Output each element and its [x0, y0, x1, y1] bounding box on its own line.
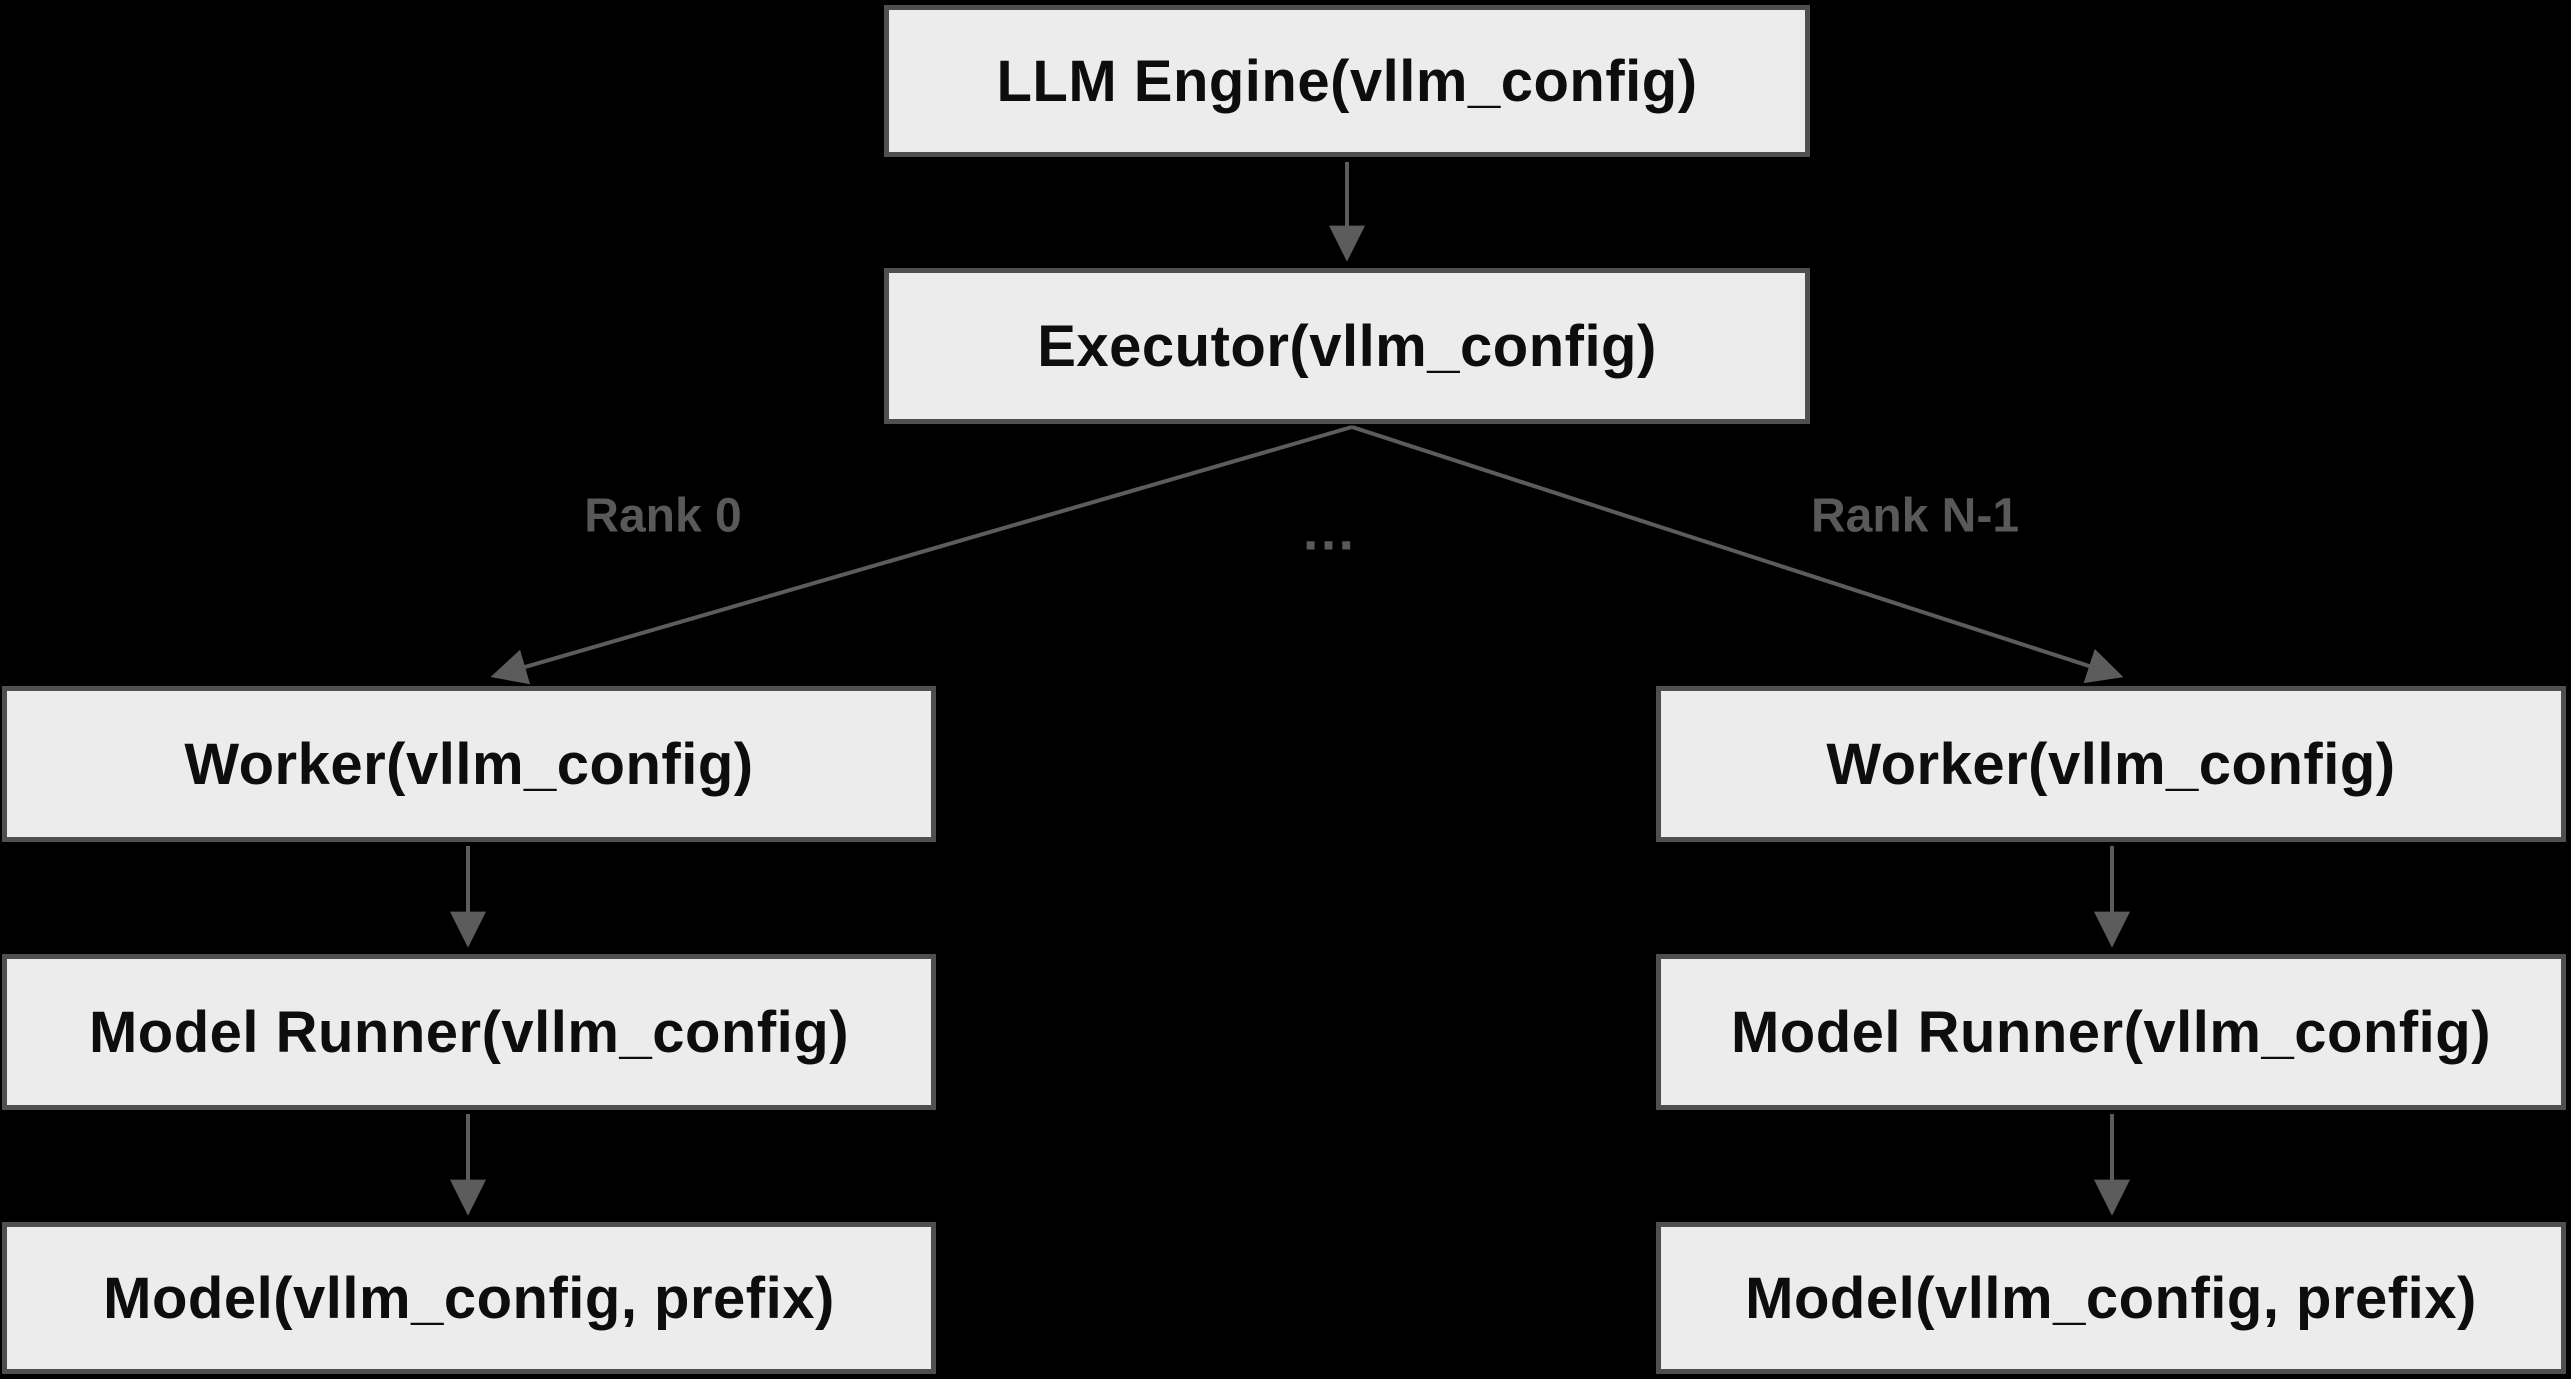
node-model-rankn-label: Model(vllm_config, prefix)	[1745, 1265, 2477, 1331]
node-worker-rankn: Worker(vllm_config)	[1656, 686, 2566, 842]
edge-label-ellipsis: …	[1300, 498, 1360, 562]
edge-label-rank-0: Rank 0	[584, 489, 742, 543]
node-model-runner-rankn-label: Model Runner(vllm_config)	[1730, 999, 2492, 1065]
edge-executor-to-worker-right	[1351, 425, 2124, 684]
edge-label-rank-n-1: Rank N-1	[1810, 489, 2020, 543]
node-executor-label: Executor(vllm_config)	[1037, 313, 1657, 379]
node-model-rankn: Model(vllm_config, prefix)	[1656, 1222, 2566, 1374]
node-model-runner-rank0-label: Model Runner(vllm_config)	[88, 999, 850, 1065]
node-model-rank0: Model(vllm_config, prefix)	[2, 1222, 936, 1374]
node-model-rank0-label: Model(vllm_config, prefix)	[103, 1265, 835, 1331]
edge-executor-to-worker-left	[490, 425, 1353, 685]
node-worker-rank0-label: Worker(vllm_config)	[184, 731, 754, 797]
node-llm-engine-label: LLM Engine(vllm_config)	[996, 48, 1698, 114]
node-model-runner-rank0: Model Runner(vllm_config)	[2, 954, 936, 1110]
node-worker-rank0: Worker(vllm_config)	[2, 686, 936, 842]
node-model-runner-rankn: Model Runner(vllm_config)	[1656, 954, 2566, 1110]
node-executor: Executor(vllm_config)	[884, 268, 1810, 424]
node-llm-engine: LLM Engine(vllm_config)	[884, 5, 1810, 157]
node-worker-rankn-label: Worker(vllm_config)	[1826, 731, 2396, 797]
